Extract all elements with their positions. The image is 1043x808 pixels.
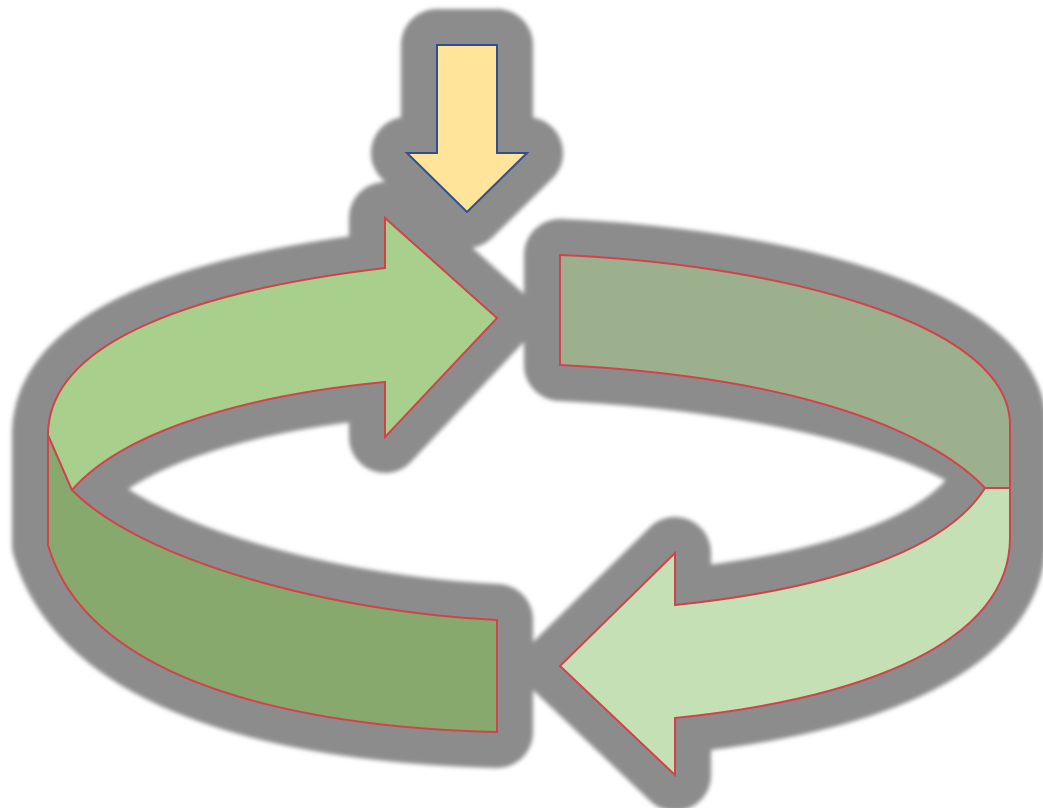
cycle-diagram <box>0 0 1043 808</box>
